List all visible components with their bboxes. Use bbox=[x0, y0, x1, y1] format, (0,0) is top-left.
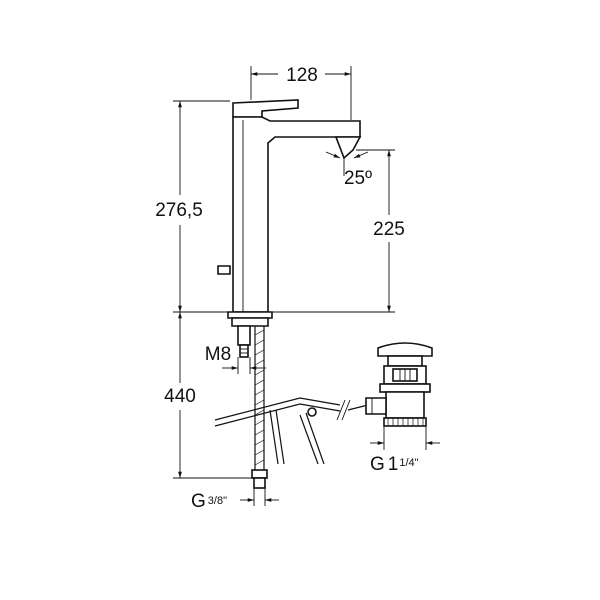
dim-spout-angle bbox=[325, 137, 369, 176]
dim-hose-length bbox=[173, 312, 252, 479]
dim-thread-m8 bbox=[222, 357, 266, 374]
popup-linkage bbox=[214, 397, 373, 465]
flexible-hose bbox=[251, 326, 268, 489]
inlet-thread-prefix: G bbox=[191, 491, 206, 512]
dim-spout-reach bbox=[250, 66, 352, 120]
waste-thread-fraction: 1/4" bbox=[399, 457, 418, 469]
dim-total-height-label: 276,5 bbox=[155, 200, 203, 221]
waste-thread-whole: 1 bbox=[388, 454, 399, 475]
dim-waste-thread bbox=[370, 426, 440, 450]
dim-spout-height bbox=[272, 149, 395, 313]
dim-spout-angle-label: 25º bbox=[344, 168, 372, 189]
dim-spout-height-label: 225 bbox=[373, 219, 405, 240]
dim-spout-reach-label: 128 bbox=[286, 65, 318, 86]
inlet-thread-fraction: 3/8" bbox=[208, 495, 227, 507]
dim-hose-length-label: 440 bbox=[164, 386, 196, 407]
dim-inlet-thread bbox=[240, 488, 279, 506]
waste-drain bbox=[365, 342, 433, 427]
waste-thread-prefix: G bbox=[370, 454, 385, 475]
faucet-body bbox=[217, 99, 362, 358]
dim-total-height bbox=[173, 100, 230, 313]
dim-thread-m8-label: M8 bbox=[205, 344, 231, 365]
